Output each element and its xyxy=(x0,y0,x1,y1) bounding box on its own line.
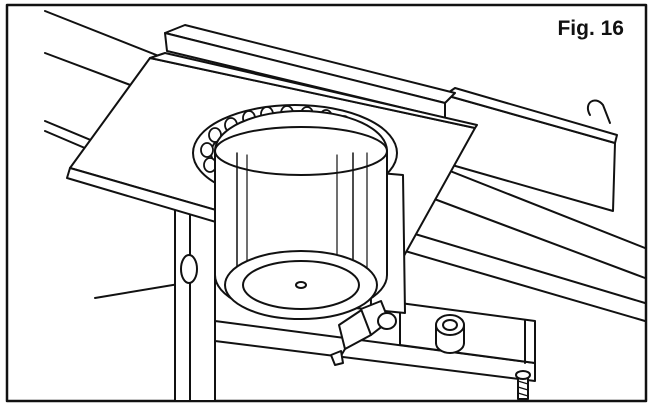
frame-channel xyxy=(174,202,216,402)
cylinder xyxy=(214,110,388,320)
figure-frame: Fig. 16 xyxy=(5,3,648,403)
technical-illustration xyxy=(5,3,648,403)
screw xyxy=(515,370,531,400)
side-bracket xyxy=(444,87,618,212)
frame-hole xyxy=(180,254,198,284)
clamp-lever xyxy=(330,300,397,366)
knurled-knob xyxy=(435,314,465,354)
figure-border xyxy=(5,3,648,403)
figure-label: Fig. 16 xyxy=(555,17,626,41)
rear-plate xyxy=(164,24,456,119)
front-rail xyxy=(214,302,536,382)
